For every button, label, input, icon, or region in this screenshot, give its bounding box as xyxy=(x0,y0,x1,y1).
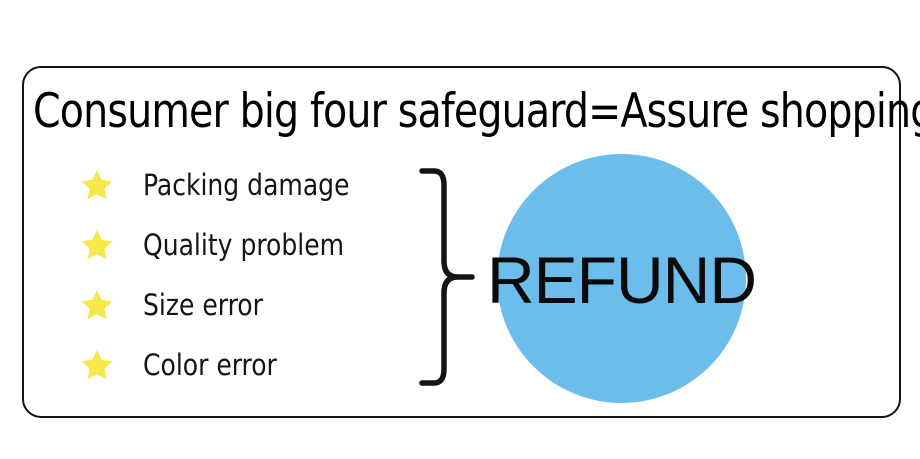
star-icon xyxy=(81,230,113,260)
list-item-label: Color error xyxy=(143,348,277,382)
curly-brace-icon xyxy=(419,168,475,386)
status-badge-label: REFUND xyxy=(487,242,757,317)
star-icon xyxy=(81,170,113,200)
list-item-label: Packing damage xyxy=(143,168,350,202)
star-icon xyxy=(81,290,113,320)
list-item: Packing damage xyxy=(80,155,410,215)
list-item-label: Quality problem xyxy=(143,228,345,262)
status-badge: REFUND xyxy=(487,154,757,403)
list-item: Quality problem xyxy=(80,215,410,275)
list-item: Size error xyxy=(80,275,410,335)
banner-frame xyxy=(22,66,901,418)
list-item: Color error xyxy=(80,335,410,395)
star-icon xyxy=(81,350,113,380)
page-title: Consumer big four safeguard=Assure shopp… xyxy=(33,84,920,139)
list-item-label: Size error xyxy=(143,288,263,322)
guarantee-list: Packing damage Quality problem Size erro… xyxy=(80,155,410,395)
